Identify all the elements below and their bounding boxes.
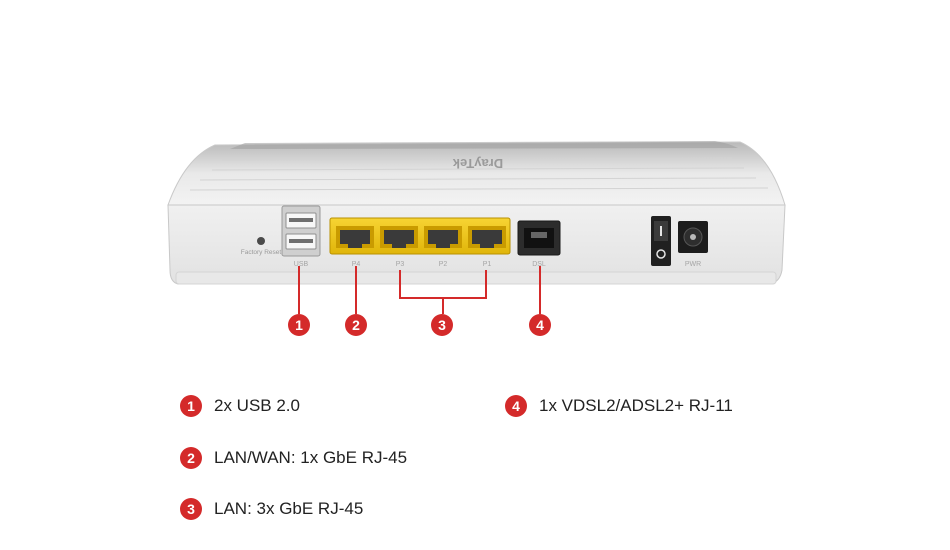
dsl-rj11-port [517,220,561,256]
svg-text:Factory Reset: Factory Reset [241,249,282,256]
callout-badge-3: 3 [431,314,453,336]
router-base [175,271,777,285]
svg-text:P3: P3 [396,261,405,268]
callout-badge-1: 1 [288,314,310,336]
svg-text:DrayTek: DrayTek [452,156,503,171]
legend-text: 2x USB 2.0 [214,396,300,415]
legend-item-dsl: 4 1x VDSL2/ADSL2+ RJ-11 [505,395,733,417]
router-top-lid [167,141,786,206]
lan-port-block [329,217,511,255]
legend-item-lan-wan: 2 LAN/WAN: 1x GbE RJ-45 [180,447,407,469]
svg-text:DSL: DSL [532,261,546,268]
power-jack [678,221,708,253]
svg-text:P1: P1 [483,261,492,268]
legend-badge: 4 [505,395,527,417]
legend-text: LAN: 3x GbE RJ-45 [214,499,364,518]
callout-badge-2: 2 [345,314,367,336]
rj45-port-p2 [424,226,462,248]
callout-badge-4: 4 [529,314,551,336]
legend-badge: 1 [180,395,202,417]
legend-badge: 3 [180,498,202,520]
legend-item-usb: 1 2x USB 2.0 [180,395,300,417]
svg-text:P2: P2 [439,261,448,268]
svg-text:P4: P4 [352,261,361,268]
svg-text:PWR: PWR [685,261,701,268]
legend-text: LAN/WAN: 1x GbE RJ-45 [214,448,408,467]
legend-item-lan: 3 LAN: 3x GbE RJ-45 [180,498,363,520]
svg-text:USB: USB [294,261,309,268]
lid-ribs [189,157,769,191]
rj45-port-p3 [380,226,418,248]
callout-lines [298,266,541,314]
power-switch [651,216,671,266]
legend-text: 1x VDSL2/ADSL2+ RJ-11 [539,396,733,415]
legend-badge: 2 [180,447,202,469]
brand-logo: DrayTek [452,156,503,171]
rj45-port-p1 [468,226,506,248]
usb-port-stack [281,205,321,257]
rj45-port-p4 [336,226,374,248]
factory-reset-hole [257,237,265,245]
